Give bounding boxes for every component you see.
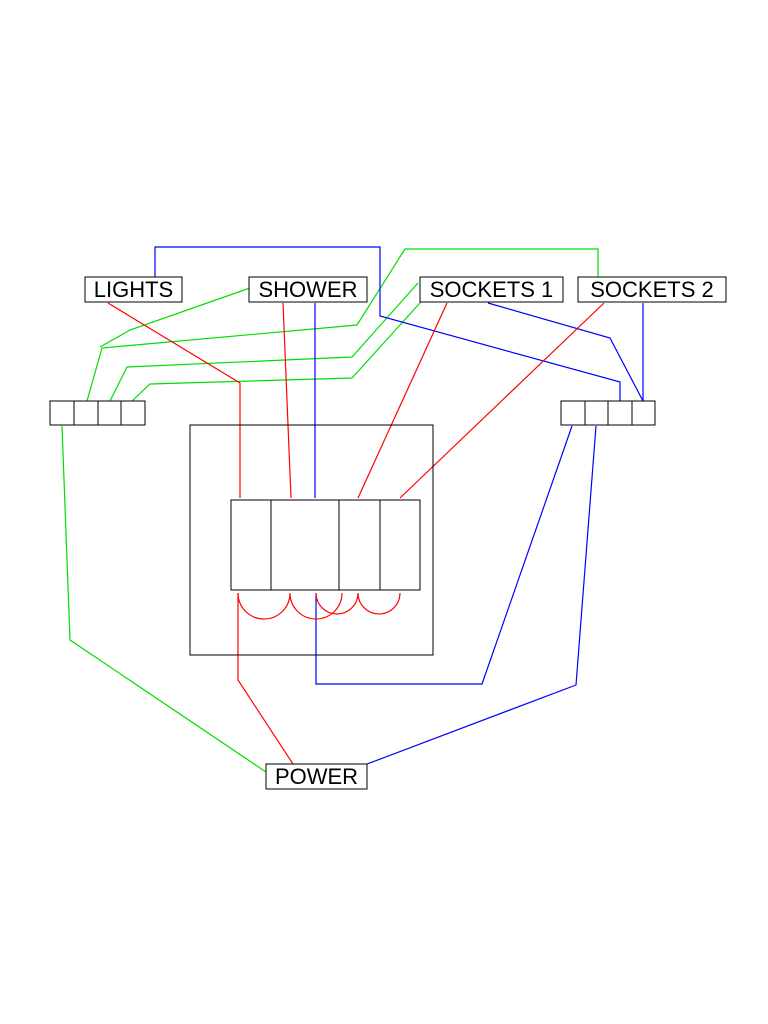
- earth-wire-sockets1-to-left-bar-b: [131, 282, 439, 402]
- right-terminal-1: [560, 400, 586, 426]
- live-wire-busbar-loops: [237, 592, 401, 620]
- label-sockets-1: SOCKETS 1: [419, 276, 564, 303]
- right-terminal-4: [631, 400, 656, 426]
- earth-wire-shower-to-left-bar: [99, 287, 251, 348]
- label-sockets-2-text: SOCKETS 2: [590, 277, 713, 302]
- earth-wire-sockets1-to-left-bar-a: [109, 282, 419, 402]
- consumer-unit-enclosure: [189, 424, 434, 656]
- label-shower-text: SHOWER: [259, 277, 358, 302]
- live-wire-shower: [282, 302, 292, 499]
- right-terminal-3: [607, 400, 633, 426]
- breaker-lights: [230, 499, 272, 591]
- left-terminal-4: [120, 400, 146, 426]
- neutral-wires: [154, 246, 644, 765]
- earth-wire-left-bar-to-power: [61, 425, 267, 773]
- right-terminal-block: [560, 400, 656, 426]
- label-sockets-2: SOCKETS 2: [577, 276, 727, 303]
- live-wire-sockets1: [357, 302, 448, 499]
- label-power-text: POWER: [275, 764, 358, 789]
- right-terminal-2: [584, 400, 609, 426]
- left-terminal-block: [49, 400, 146, 426]
- neutral-wire-right-bar-to-board: [315, 425, 573, 685]
- label-power: POWER: [265, 763, 368, 790]
- earth-wires: [61, 248, 599, 773]
- breaker-sockets-1: [338, 499, 381, 591]
- live-wire-lights: [107, 302, 241, 498]
- left-terminal-3: [97, 400, 122, 426]
- breaker-sockets-2: [379, 499, 421, 591]
- label-sockets-1-text: SOCKETS 1: [430, 277, 553, 302]
- neutral-wire-lights-top-loop: [154, 246, 621, 401]
- live-wire-sockets2: [399, 302, 605, 499]
- live-wire-board-to-power: [237, 593, 294, 765]
- neutral-wire-sockets1-to-right-bar: [487, 302, 644, 402]
- label-lights: LIGHTS: [84, 276, 183, 303]
- earth-wire-sockets2-top-loop: [86, 248, 599, 402]
- left-terminal-1: [49, 400, 75, 426]
- left-terminal-2: [73, 400, 99, 426]
- neutral-wire-right-bar-to-power: [366, 425, 597, 765]
- breaker-shower: [270, 499, 340, 591]
- label-lights-text: LIGHTS: [94, 277, 173, 302]
- label-shower: SHOWER: [248, 276, 368, 303]
- consumer-unit: [189, 424, 434, 656]
- live-wires: [107, 302, 605, 765]
